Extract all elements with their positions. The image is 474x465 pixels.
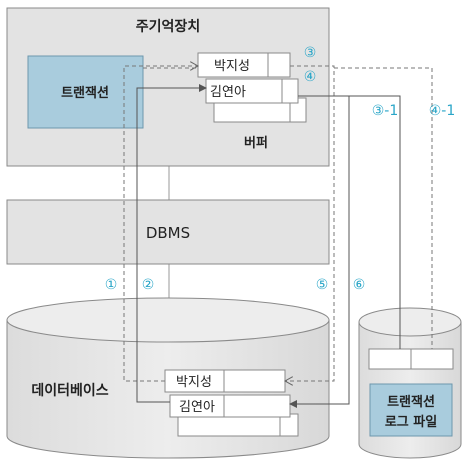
step6-write-arrow <box>289 95 350 408</box>
transaction-box: 트랜잭션 <box>27 55 144 129</box>
buffer-row-2: 김연아 <box>210 85 246 100</box>
transaction-label: 트랜잭션 <box>61 85 109 101</box>
log-file-label-line2: 로그 파일 <box>385 415 437 430</box>
database-row-1: 박지성 <box>176 375 212 390</box>
dbms-label: DBMS <box>146 224 190 242</box>
database-row-2: 김연아 <box>179 400 215 415</box>
step-1-label: ① <box>105 277 118 293</box>
step-4-1-label: ④-1 <box>429 103 456 119</box>
step-5-label: ⑤ <box>316 277 329 293</box>
log-file-label-line1: 트랜잭션 <box>387 394 435 410</box>
log-file-cylinder: 트랜잭션 로그 파일 <box>358 307 462 459</box>
step5-write-arrow <box>285 65 335 381</box>
step4-1-log-arrow <box>349 95 401 349</box>
step-2-label: ② <box>142 277 155 293</box>
dbms-panel: DBMS <box>6 199 330 265</box>
step1-read-arrow <box>123 66 198 382</box>
buffer-stack: 김연아 박지성 버퍼 <box>197 52 307 151</box>
database-label: 데이터베이스 <box>31 382 108 399</box>
main-memory-title: 주기억장치 <box>136 18 200 35</box>
step-6-label: ⑥ <box>353 277 366 293</box>
step3-1-log-arrow <box>334 67 433 349</box>
step2-read-arrow <box>136 84 207 403</box>
buffer-row-1: 박지성 <box>214 59 250 74</box>
buffer-label: 버퍼 <box>244 135 268 151</box>
step-3-label: ③ <box>304 45 317 61</box>
step-4-label: ④ <box>304 69 317 85</box>
database-records: 김연아 박지성 <box>164 369 299 437</box>
step-3-1-label: ③-1 <box>372 103 399 119</box>
